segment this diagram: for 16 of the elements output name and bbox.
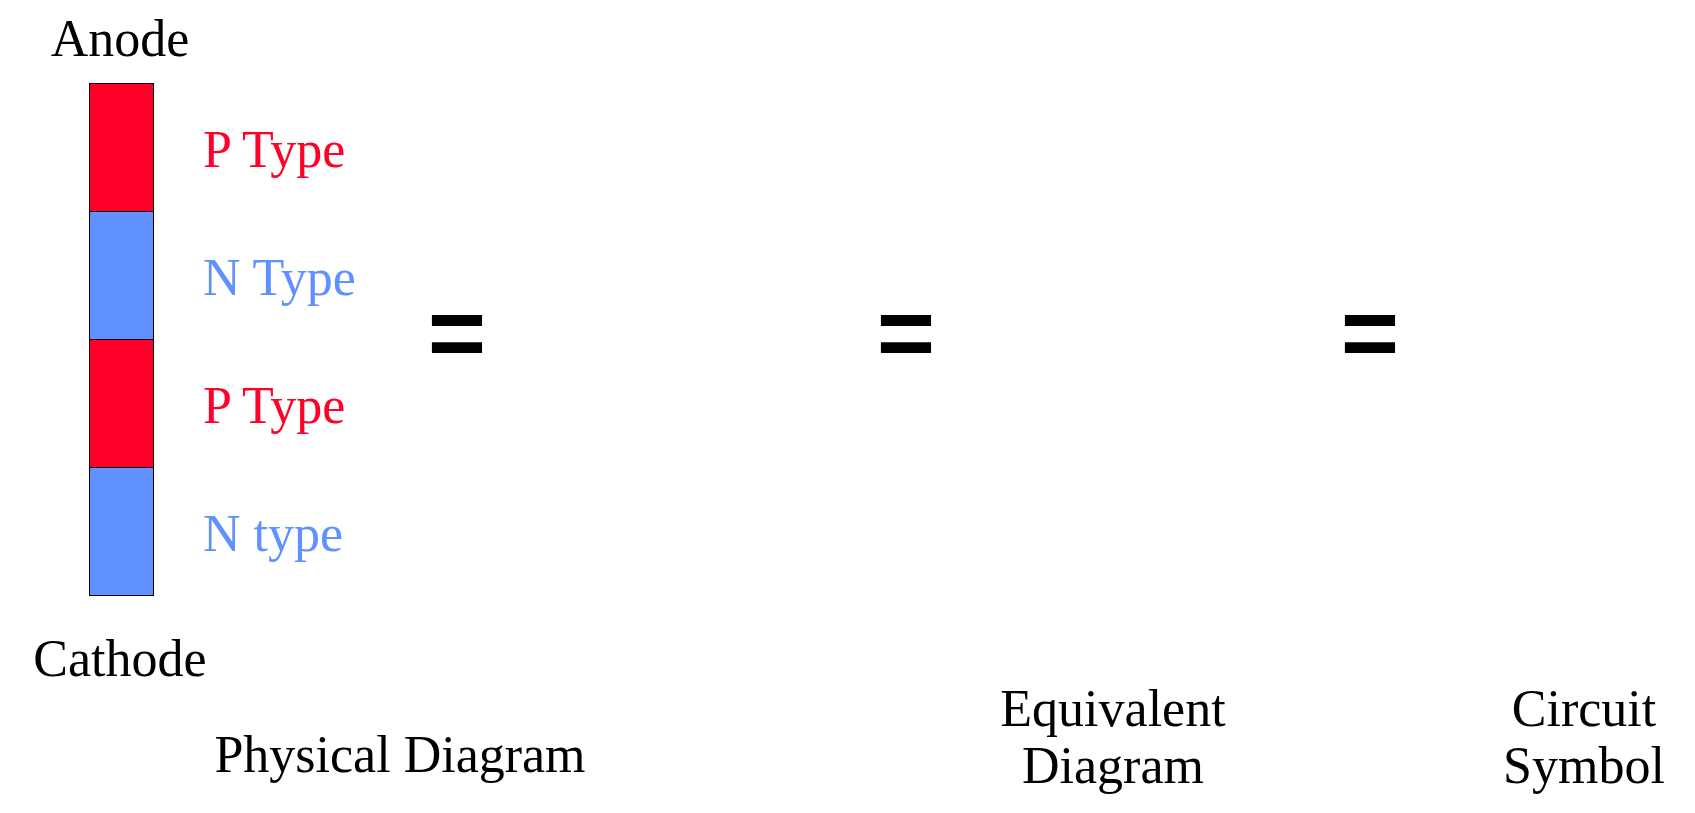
diagram-caption: Circuit Symbol (1502, 680, 1666, 795)
layer-type-label: P Type (203, 377, 346, 435)
layer-block (89, 83, 154, 212)
layer-type-label: N Type (203, 249, 356, 307)
terminal-label: Cathode (33, 630, 207, 688)
layer-type-label: N type (203, 505, 344, 563)
layer-block (89, 211, 154, 340)
layer-type-label: P Type (203, 121, 346, 179)
terminal-label: Anode (50, 10, 190, 68)
equals-sign: = (1340, 282, 1400, 382)
diagram-caption: Physical Diagram (214, 726, 586, 784)
diagram-caption: Equivalent Diagram (999, 680, 1227, 795)
equals-sign: = (876, 282, 936, 382)
layer-block (89, 467, 154, 596)
layer-block (89, 339, 154, 468)
equals-sign: = (427, 282, 487, 382)
